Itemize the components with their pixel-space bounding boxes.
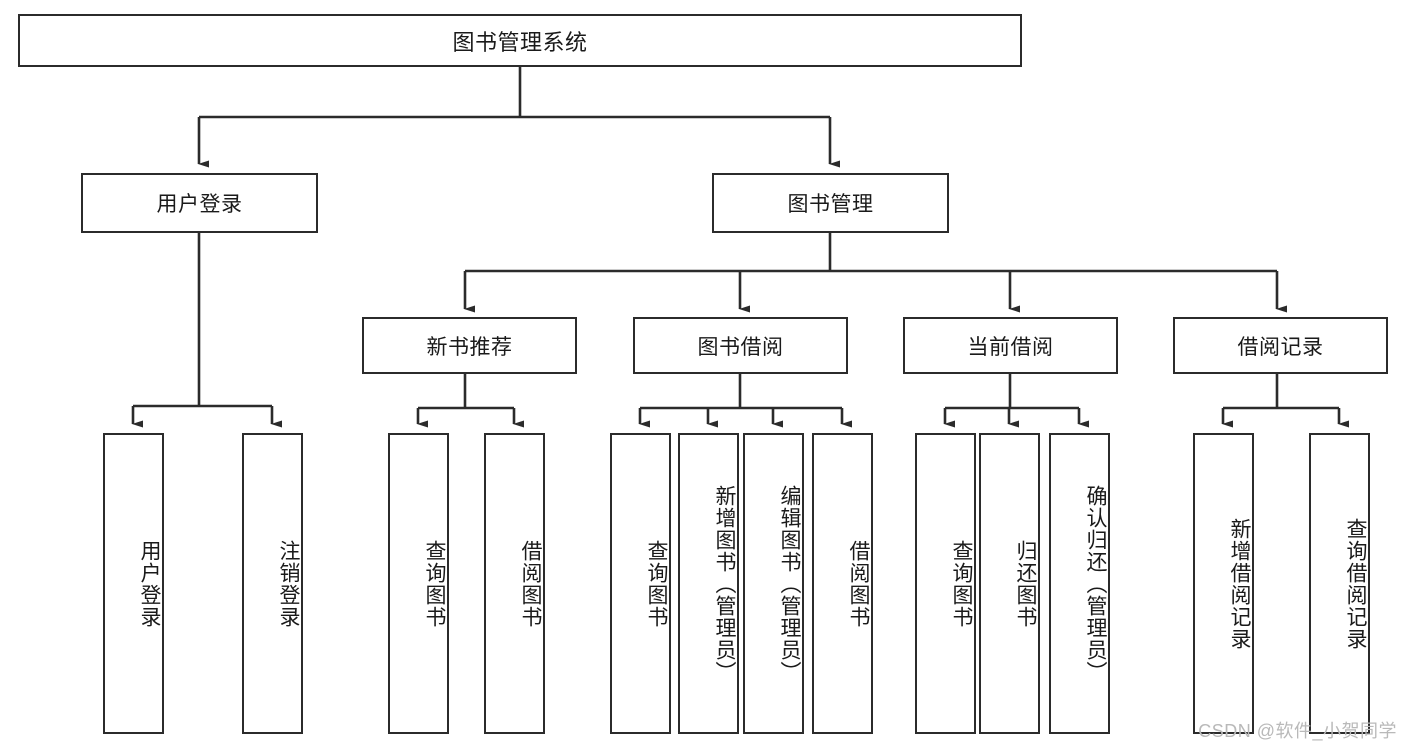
node-leaf-query-book-3[interactable]: 查询图书 [915,433,976,734]
node-leaf-confirm-return[interactable]: 确认归还（管理员） [1049,433,1110,734]
node-label: 借阅图书 [519,539,542,628]
node-label: 图书管理系统 [452,29,588,55]
node-leaf-query-book-2[interactable]: 查询图书 [610,433,671,734]
node-leaf-query-book-1[interactable]: 查询图书 [388,433,449,734]
node-label: 查询图书 [645,539,668,628]
node-label: 用户登录 [138,539,161,628]
node-leaf-add-borrow-record[interactable]: 新增借阅记录 [1193,433,1254,734]
node-book-management-system[interactable]: 图书管理系统 [18,14,1022,67]
node-borrow-record[interactable]: 借阅记录 [1173,317,1388,374]
node-label: 新书推荐 [426,335,513,359]
node-leaf-logout-login[interactable]: 注销登录 [242,433,303,734]
node-leaf-user-login[interactable]: 用户登录 [103,433,164,734]
node-label: 图书借阅 [697,335,784,359]
node-label: 新增图书（管理员） [713,484,736,683]
node-new-book-recommend[interactable]: 新书推荐 [362,317,577,374]
node-leaf-edit-book[interactable]: 编辑图书（管理员） [743,433,804,734]
node-leaf-borrow-book-2[interactable]: 借阅图书 [812,433,873,734]
node-label: 图书管理 [787,193,874,216]
node-label: 用户登录 [156,193,243,216]
node-current-borrow[interactable]: 当前借阅 [903,317,1118,374]
node-leaf-query-borrow-record[interactable]: 查询借阅记录 [1309,433,1370,734]
node-book-borrow[interactable]: 图书借阅 [633,317,848,374]
node-label: 归还图书 [1014,539,1037,628]
node-book-management[interactable]: 图书管理 [712,173,949,233]
node-label: 借阅记录 [1237,335,1324,359]
node-label: 新增借阅记录 [1228,517,1251,650]
node-label: 注销登录 [277,539,300,628]
node-label: 查询借阅记录 [1344,517,1367,650]
node-leaf-add-book[interactable]: 新增图书（管理员） [678,433,739,734]
node-label: 编辑图书（管理员） [778,484,801,683]
node-label: 查询图书 [950,539,973,628]
node-leaf-borrow-book-1[interactable]: 借阅图书 [484,433,545,734]
node-user-login[interactable]: 用户登录 [81,173,318,233]
node-label: 当前借阅 [967,335,1054,359]
node-label: 确认归还（管理员） [1084,484,1107,683]
node-label: 查询图书 [423,539,446,628]
watermark-text: CSDN @软件_小贺同学 [1198,721,1397,741]
node-label: 借阅图书 [847,539,870,628]
node-leaf-return-book[interactable]: 归还图书 [979,433,1040,734]
